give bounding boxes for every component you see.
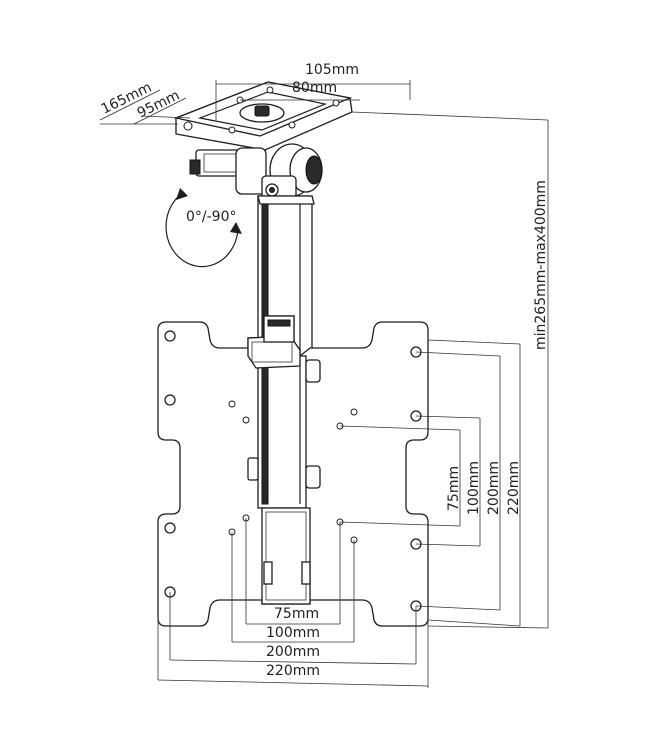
ceiling-plate <box>173 81 353 151</box>
horizontal-dim-75mm: 75mm <box>274 606 319 622</box>
vesa-plate <box>157 315 429 627</box>
tilt-hinge <box>189 143 323 199</box>
vertical-dim-100mm: 100mm <box>466 461 482 515</box>
horizontal-dim-100mm: 100mm <box>266 625 320 641</box>
height-range-label: min265mm-max400mm <box>533 180 549 350</box>
rotation-indicator <box>165 188 242 268</box>
vertical-dimensions <box>339 120 549 629</box>
vesa-hole <box>228 400 236 408</box>
dim-80mm: 80mm <box>292 80 337 96</box>
horizontal-dim-220mm: 220mm <box>266 663 320 679</box>
vesa-hole <box>164 330 176 342</box>
top-plate-dimensions <box>99 80 549 125</box>
vesa-hole <box>350 408 358 416</box>
vertical-dim-75mm: 75mm <box>446 466 462 511</box>
vesa-hole <box>164 522 176 534</box>
vertical-dim-220mm: 220mm <box>506 461 522 515</box>
vesa-hole <box>242 416 250 424</box>
dim-105mm: 105mm <box>305 62 359 78</box>
horizontal-dim-200mm: 200mm <box>266 644 320 660</box>
vertical-dim-200mm: 200mm <box>486 461 502 515</box>
horizontal-dimensions <box>157 518 429 688</box>
vesa-hole <box>164 394 176 406</box>
rotation-label: 0°/-90° <box>186 209 237 225</box>
